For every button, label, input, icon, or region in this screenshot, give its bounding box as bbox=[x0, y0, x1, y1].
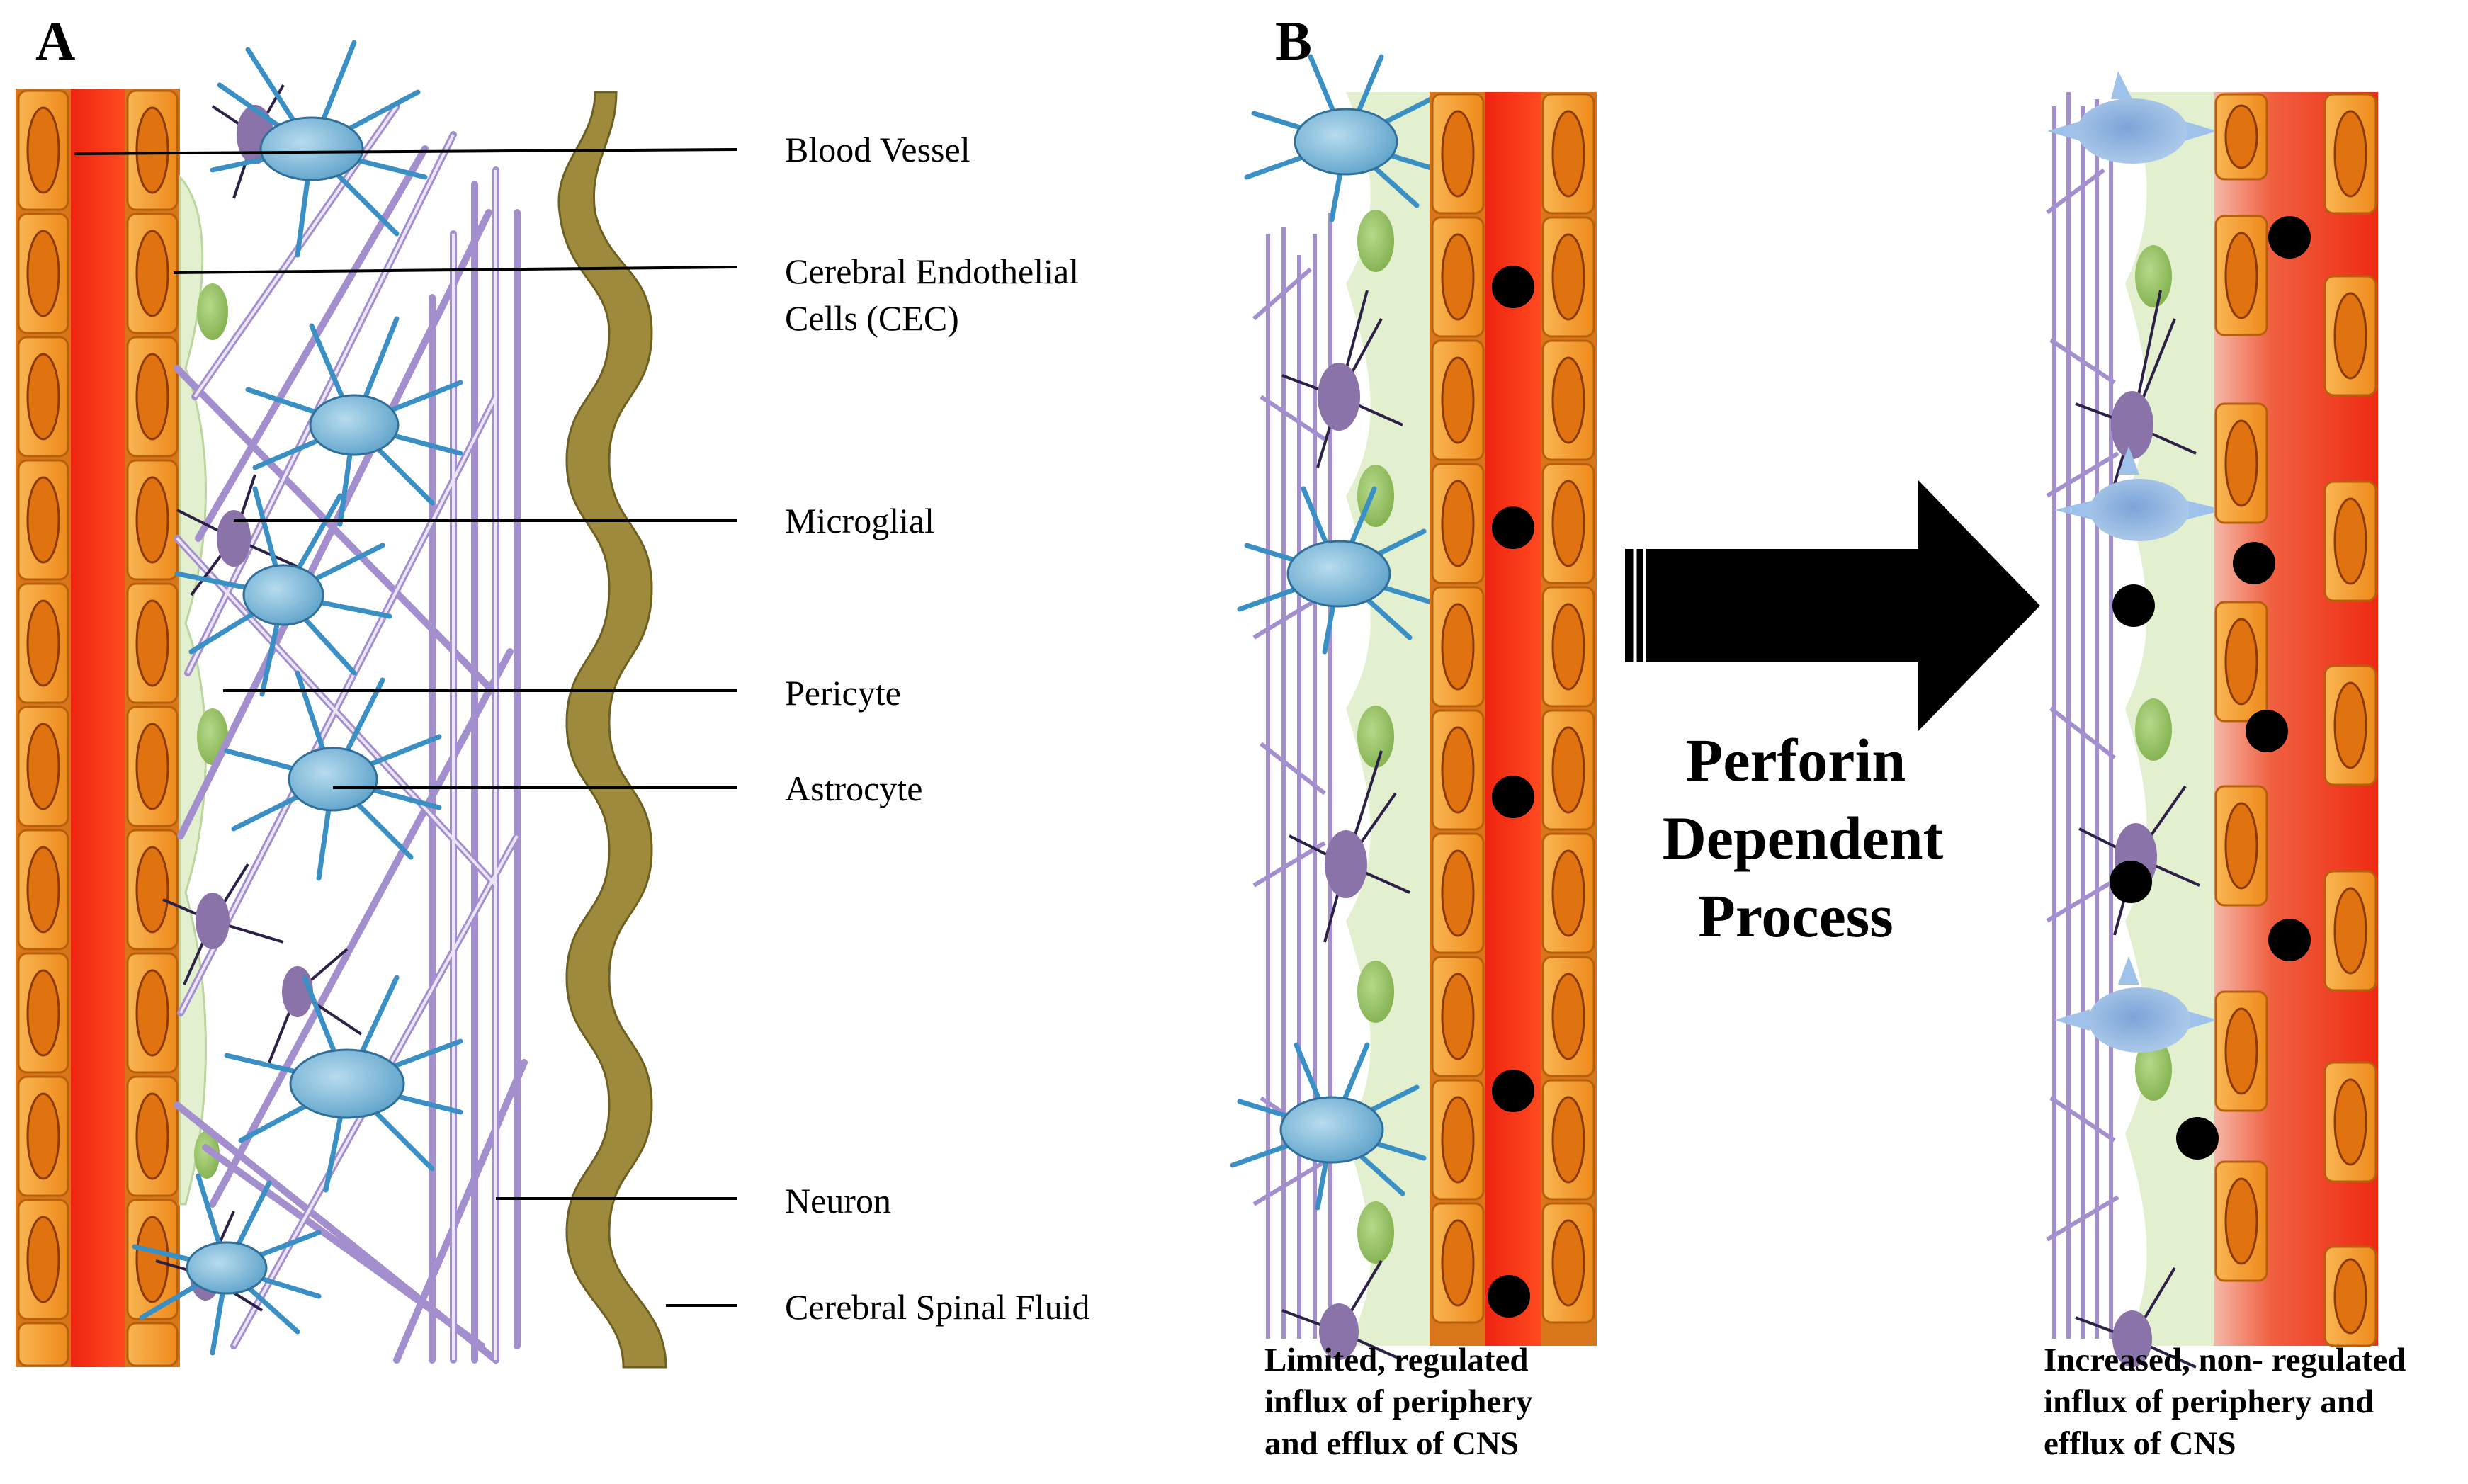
panel-b: B bbox=[1230, 10, 2406, 1462]
neuron-fibers-a bbox=[174, 103, 528, 1364]
arrow-caption-line2: Dependent bbox=[1663, 804, 1944, 872]
astrocytes-after bbox=[2047, 71, 2224, 1053]
endothelial-cells-a-right bbox=[126, 89, 179, 1367]
label-neuron: Neuron bbox=[785, 1181, 891, 1220]
label-cec-line2: Cells (CEC) bbox=[785, 298, 959, 338]
label-pericyte: Pericyte bbox=[785, 673, 901, 713]
caption-after: Increased, non- regulated influx of peri… bbox=[2044, 1342, 2406, 1462]
arrow-caption-line1: Perforin bbox=[1686, 726, 1906, 794]
neuron-mesh-before bbox=[1252, 213, 1332, 1339]
label-microglial: Microglial bbox=[785, 501, 934, 540]
caption-before-line3: and efflux of CNS bbox=[1264, 1425, 1519, 1462]
blood-vessel-lumen-a bbox=[71, 89, 125, 1367]
endothelial-wall-before bbox=[1430, 92, 1597, 1346]
panel-a: A bbox=[16, 10, 1090, 1369]
csf-boundary-a bbox=[557, 91, 667, 1369]
panel-b-letter: B bbox=[1275, 10, 1312, 72]
bbb-after bbox=[2046, 71, 2378, 1369]
label-csf: Cerebral Spinal Fluid bbox=[785, 1287, 1090, 1327]
leader-lines-a bbox=[74, 148, 737, 1307]
label-astrocyte: Astrocyte bbox=[785, 769, 922, 808]
pericyte-layer-a bbox=[179, 174, 228, 1206]
arrow-caption: Perforin Dependent Process bbox=[1663, 726, 1944, 950]
label-cec-line1: Cerebral Endothelial bbox=[785, 251, 1079, 291]
astrocytes-before bbox=[1230, 54, 1441, 1211]
endothelial-cells-before-right bbox=[1541, 93, 1595, 1324]
pericyte-nuclei-before bbox=[1357, 210, 1394, 1264]
panel-a-letter: A bbox=[35, 10, 75, 72]
bbb-before bbox=[1230, 54, 1597, 1361]
endothelial-cells-a-left bbox=[17, 89, 69, 1367]
neuron-mesh-after bbox=[2046, 92, 2119, 1339]
caption-before-line1: Limited, regulated bbox=[1264, 1342, 1529, 1378]
callout-labels-a: Blood Vessel Cerebral Endothelial Cells … bbox=[785, 130, 1090, 1327]
arrow-caption-line3: Process bbox=[1698, 882, 1893, 950]
endothelial-cells-before-left bbox=[1431, 93, 1485, 1324]
caption-after-line2: influx of periphery and bbox=[2044, 1383, 2374, 1420]
label-blood-vessel: Blood Vessel bbox=[785, 130, 970, 169]
pericyte-layer-before bbox=[1346, 92, 1438, 1346]
microglia-before bbox=[1281, 290, 1410, 1361]
endothelial-wall-after bbox=[2214, 92, 2378, 1347]
caption-before-line2: influx of periphery bbox=[1264, 1383, 1533, 1420]
caption-after-line3: efflux of CNS bbox=[2044, 1425, 2236, 1462]
endothelial-wall-a bbox=[16, 89, 180, 1367]
endothelial-cells-after-left bbox=[2214, 93, 2268, 1282]
caption-before: Limited, regulated influx of periphery a… bbox=[1264, 1342, 1533, 1462]
endothelial-cells-after-right bbox=[2323, 93, 2377, 1347]
caption-after-line1: Increased, non- regulated bbox=[2044, 1342, 2406, 1378]
pericyte-nuclei-after bbox=[2135, 245, 2172, 1101]
astrocytes-a bbox=[132, 40, 463, 1356]
microglia-a-bodies bbox=[190, 105, 313, 1301]
blood-cells-before bbox=[1488, 266, 1534, 1318]
blood-cells-after bbox=[2110, 216, 2311, 1160]
transition-arrow bbox=[1625, 480, 2040, 731]
